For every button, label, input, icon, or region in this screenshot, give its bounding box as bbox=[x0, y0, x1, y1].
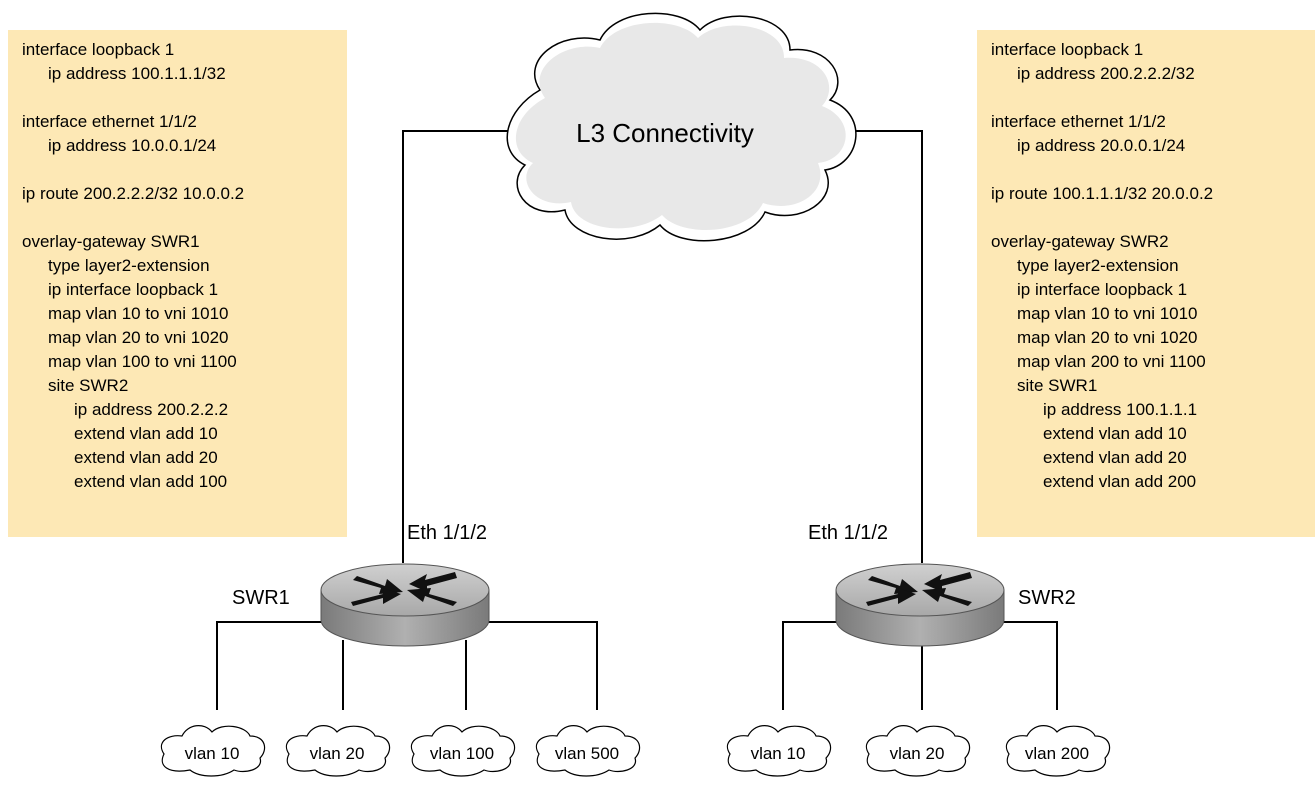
swr1-vlan-cloud: vlan 500 bbox=[535, 725, 641, 777]
router-arrow bbox=[868, 576, 918, 594]
config-line: map vlan 10 to vni 1010 bbox=[1017, 304, 1198, 323]
config-line: map vlan 200 to vni 1100 bbox=[1017, 352, 1206, 371]
swr1-name-label: SWR1 bbox=[232, 587, 290, 609]
swr2-config-block: interface loopback 1 ip address 200.2.2.2… bbox=[977, 30, 1315, 537]
config-line: interface loopback 1 bbox=[991, 40, 1144, 59]
swr1-vlan-cloud: vlan 20 bbox=[285, 725, 391, 777]
config-line: ip address 200.2.2.2 bbox=[74, 400, 229, 419]
swr1-vlan-cloud: vlan 100 bbox=[410, 725, 516, 777]
config-line: extend vlan add 10 bbox=[74, 424, 218, 443]
router-arrow bbox=[407, 588, 457, 606]
config-line: ip route 200.2.2.2/32 10.0.0.2 bbox=[22, 184, 245, 203]
config-line: map vlan 20 to vni 1020 bbox=[48, 328, 229, 347]
config-line: extend vlan add 100 bbox=[74, 472, 228, 491]
config-line: ip address 100.1.1.1 bbox=[1043, 400, 1198, 419]
swr1-uplink bbox=[402, 130, 530, 563]
swr2-vlan-cloud: vlan 200 bbox=[1005, 725, 1111, 777]
router-arrow bbox=[351, 588, 401, 606]
cloud-label: L3 Connectivity bbox=[576, 118, 754, 148]
config-line: map vlan 100 to vni 1100 bbox=[48, 352, 237, 371]
swr1-vlan-links bbox=[216, 621, 598, 710]
router-arrow bbox=[353, 576, 403, 594]
config-line: ip address 200.2.2.2/32 bbox=[1017, 64, 1195, 83]
swr1-vlan-cloud: vlan 10 bbox=[160, 725, 266, 777]
vlan-label: vlan 10 bbox=[185, 744, 240, 763]
swr2-router-icon bbox=[835, 563, 1005, 647]
swr2-uplink bbox=[810, 130, 923, 563]
config-line: ip route 100.1.1.1/32 20.0.0.2 bbox=[991, 184, 1214, 203]
swr1-router-icon bbox=[320, 563, 490, 647]
config-line: ip interface loopback 1 bbox=[48, 280, 219, 299]
swr2-name-label: SWR2 bbox=[1018, 587, 1076, 609]
config-line: overlay-gateway SWR2 bbox=[991, 232, 1169, 251]
swr2-vlan-cloud: vlan 20 bbox=[865, 725, 971, 777]
config-line: ip interface loopback 1 bbox=[1017, 280, 1188, 299]
router-arrow bbox=[409, 572, 457, 592]
config-line: extend vlan add 200 bbox=[1043, 472, 1197, 491]
config-line: extend vlan add 10 bbox=[1043, 424, 1187, 443]
config-line: map vlan 20 to vni 1020 bbox=[1017, 328, 1198, 347]
config-line: map vlan 10 to vni 1010 bbox=[48, 304, 229, 323]
config-line: ip address 20.0.0.1/24 bbox=[1017, 136, 1186, 155]
swr2-vlan-links bbox=[782, 621, 1058, 710]
l3-connectivity-cloud bbox=[506, 12, 857, 242]
router-arrow bbox=[924, 572, 972, 592]
config-line: extend vlan add 20 bbox=[74, 448, 218, 467]
vlan-label: vlan 10 bbox=[751, 744, 806, 763]
vlan-label: vlan 500 bbox=[555, 744, 619, 763]
config-line: type layer2-extension bbox=[48, 256, 210, 275]
config-line: ip address 100.1.1.1/32 bbox=[48, 64, 226, 83]
swr2-vlan-cloud: vlan 10 bbox=[726, 725, 832, 777]
router-arrow bbox=[866, 588, 916, 606]
router-arrow bbox=[922, 588, 972, 606]
vlan-label: vlan 20 bbox=[310, 744, 365, 763]
swr2-port-label: Eth 1/1/2 bbox=[808, 522, 889, 544]
config-line: overlay-gateway SWR1 bbox=[22, 232, 200, 251]
swr1-config-block: interface loopback 1 ip address 100.1.1.1… bbox=[8, 30, 347, 537]
config-line: interface ethernet 1/1/2 bbox=[991, 112, 1166, 131]
config-line: type layer2-extension bbox=[1017, 256, 1179, 275]
vlan-label: vlan 200 bbox=[1025, 744, 1089, 763]
config-line: site SWR1 bbox=[1017, 376, 1098, 395]
config-line: interface loopback 1 bbox=[22, 40, 175, 59]
vlan-label: vlan 100 bbox=[430, 744, 494, 763]
config-line: interface ethernet 1/1/2 bbox=[22, 112, 197, 131]
config-line: ip address 10.0.0.1/24 bbox=[48, 136, 217, 155]
swr1-port-label: Eth 1/1/2 bbox=[407, 522, 488, 544]
config-line: site SWR2 bbox=[48, 376, 129, 395]
config-line: extend vlan add 20 bbox=[1043, 448, 1187, 467]
vlan-label: vlan 20 bbox=[890, 744, 945, 763]
